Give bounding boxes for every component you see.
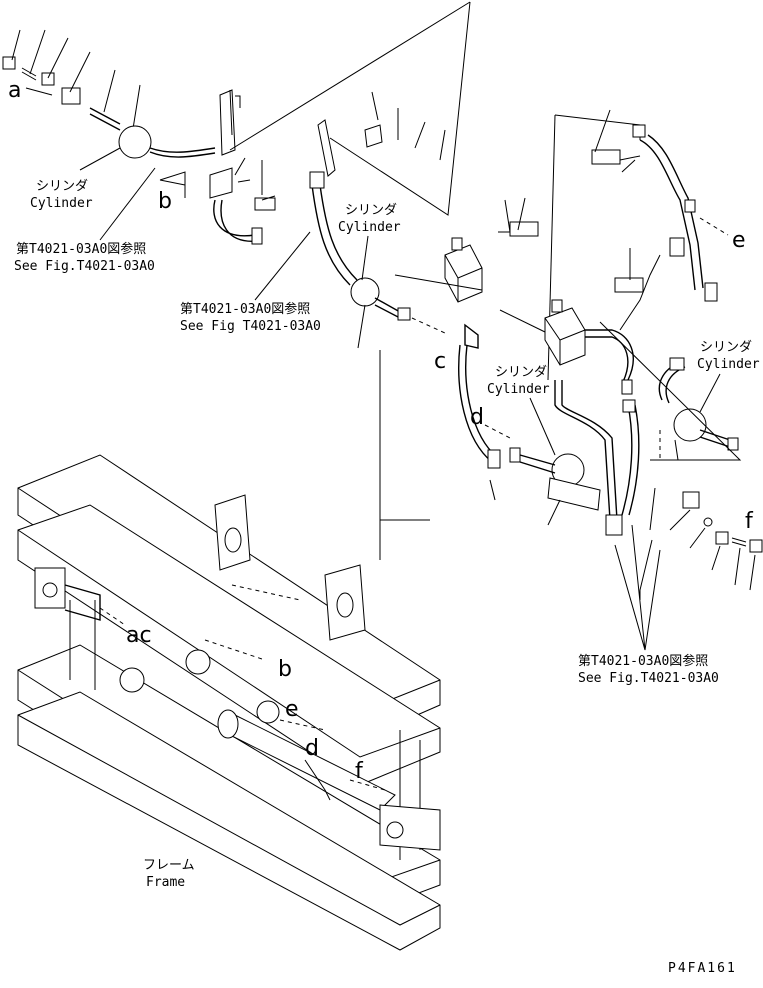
frame-label-jp: フレーム (143, 858, 195, 873)
left-cylinder-label: シリンダ Cylinder (30, 147, 121, 211)
cylinder-label-en: Cylinder (30, 196, 93, 211)
cylinder-label-jp-4: シリンダ (495, 365, 547, 380)
frame-callouts: ac b e d f (126, 623, 364, 784)
cylinder-label-en-2: Cylinder (338, 220, 401, 235)
center-cylinder-label: シリンダ Cylinder (338, 203, 401, 281)
cylinder-label-jp: シリンダ (36, 179, 88, 194)
center-reference-note: 第T4021-03A0図参照 See Fig T4021-03A0 (180, 231, 321, 334)
left-hose-assembly (2, 1, 471, 245)
callout-c: c (434, 349, 446, 374)
frame-callout-ac: ac (126, 623, 152, 648)
left-reference-note: 第T4021-03A0図参照 See Fig.T4021-03A0 (14, 167, 156, 274)
cylinder-label-jp-3: シリンダ (700, 340, 752, 355)
right-cylinder-label: シリンダ Cylinder (697, 340, 760, 413)
callout-e: e (732, 228, 746, 253)
frame-label-en: Frame (146, 875, 185, 890)
center-hose-assembly (309, 1, 539, 560)
reference-label-jp-3: 第T4021-03A0図参照 (578, 653, 708, 669)
callout-a-arrow (25, 87, 53, 96)
cylinder-label-en-4: Cylinder (487, 382, 550, 397)
reference-label-en-3: See Fig.T4021-03A0 (578, 671, 719, 686)
frame-callout-e: e (285, 697, 299, 722)
callout-a: a (8, 78, 21, 103)
right-reference-note: 第T4021-03A0図参照 See Fig.T4021-03A0 (578, 524, 719, 686)
frame-callout-f: f (355, 759, 364, 784)
left-callouts: a b (8, 78, 172, 214)
frame-callout-b: b (278, 657, 292, 682)
frame-label: フレーム Frame (143, 858, 195, 890)
right-callouts: e f (699, 217, 754, 534)
reference-label-en: See Fig.T4021-03A0 (14, 259, 155, 274)
right-hose-assembly (489, 109, 763, 600)
cylinder-label-en-3: Cylinder (697, 357, 760, 372)
callout-d: d (470, 405, 484, 430)
frame-assembly (17, 454, 441, 951)
reference-label-jp-2: 第T4021-03A0図参照 (180, 301, 310, 317)
drawing-code: P4FA161 (668, 961, 737, 976)
reference-label-jp: 第T4021-03A0図参照 (16, 241, 146, 257)
frame-callout-d: d (305, 736, 319, 761)
callout-b: b (158, 189, 172, 214)
reference-label-en-2: See Fig T4021-03A0 (180, 319, 321, 334)
center-callouts: c d (434, 349, 511, 439)
lower-center-cylinder-label: シリンダ Cylinder (487, 365, 556, 456)
cylinder-label-jp-2: シリンダ (345, 203, 397, 218)
callout-f: f (745, 509, 754, 534)
